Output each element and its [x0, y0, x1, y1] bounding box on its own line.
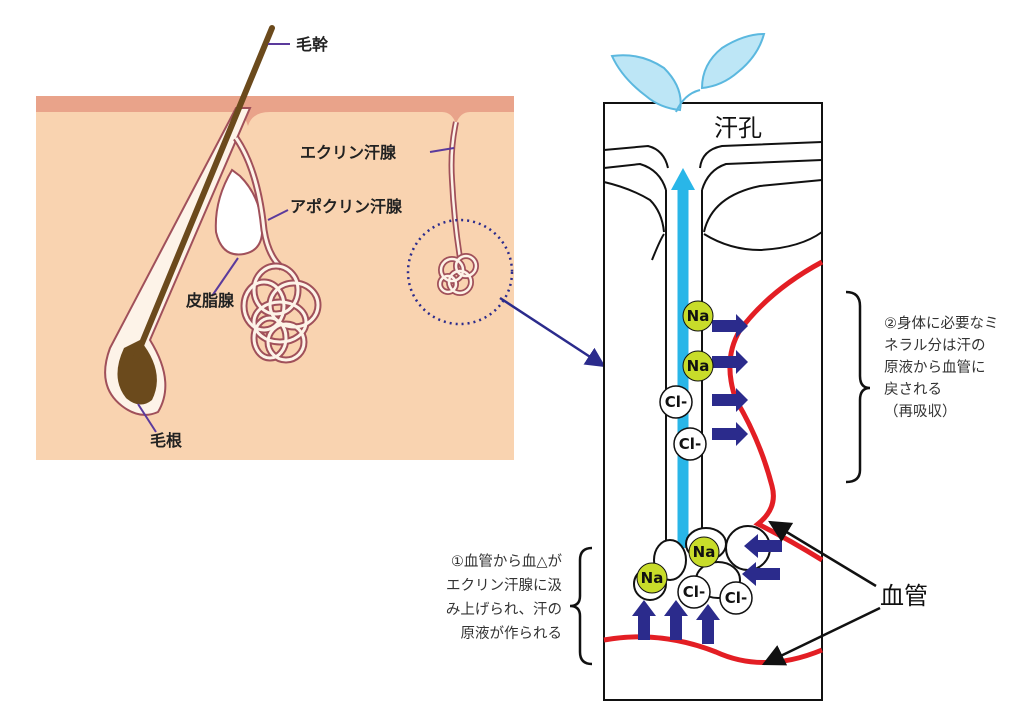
sweat-drop-right	[702, 34, 764, 88]
svg-text:Na: Na	[687, 357, 710, 375]
sweat-drop-left	[612, 55, 681, 110]
zoom-arrow	[500, 298, 604, 366]
brace-reabsorption	[846, 292, 870, 482]
brace-formation	[570, 548, 592, 664]
sodium-ion: Na	[683, 351, 713, 381]
svg-text:Cl-: Cl-	[683, 583, 705, 601]
chloride-ion: Cl-	[678, 576, 710, 608]
sebaceous-gland-label: 皮脂腺	[185, 291, 235, 310]
svg-text:エクリン汗腺に汲: エクリン汗腺に汲	[446, 577, 562, 594]
svg-text:Cl-: Cl-	[665, 393, 687, 411]
svg-text:Cl-: Cl-	[725, 589, 747, 607]
svg-text:Na: Na	[641, 569, 664, 587]
hair-root-label: 毛根	[150, 431, 182, 450]
svg-text:戻される: 戻される	[884, 381, 942, 398]
chloride-ion: Cl-	[720, 582, 752, 614]
sodium-ion: Na	[689, 537, 719, 567]
sodium-ion: Na	[683, 301, 713, 331]
svg-text:Na: Na	[687, 307, 710, 325]
svg-text:み上げられ、汗の: み上げられ、汗の	[446, 601, 562, 618]
reabsorption-note: ②身体に必要なミ ネラル分は汗の 原液から血管に 戻される （再吸収）	[884, 315, 999, 420]
sodium-ion: Na	[637, 563, 667, 593]
blood-vessel-label: 血管	[880, 582, 928, 610]
hair-shaft-label: 毛幹	[296, 35, 329, 54]
svg-text:（再吸収）: （再吸収）	[884, 403, 957, 420]
formation-note: ①血管から血△が エクリン汗腺に汲 み上げられ、汗の 原液が作られる	[446, 553, 563, 642]
magnified-gland: 汗孔 Na	[604, 34, 822, 700]
svg-text:原液から血管に: 原液から血管に	[884, 359, 986, 376]
svg-text:Na: Na	[693, 543, 716, 561]
chloride-ion: Cl-	[660, 386, 692, 418]
svg-text:ネラル分は汗の: ネラル分は汗の	[884, 337, 986, 354]
chloride-ion: Cl-	[674, 428, 706, 460]
eccrine-gland-label: エクリン汗腺	[300, 143, 397, 162]
svg-text:Cl-: Cl-	[679, 435, 701, 453]
apocrine-gland-label: アポクリン汗腺	[290, 197, 403, 216]
svg-text:原液が作られる: 原液が作られる	[461, 625, 563, 642]
svg-text:①血管から血△が: ①血管から血△が	[451, 553, 563, 570]
sweat-pore-label: 汗孔	[714, 114, 762, 142]
svg-text:②身体に必要なミ: ②身体に必要なミ	[884, 315, 999, 332]
